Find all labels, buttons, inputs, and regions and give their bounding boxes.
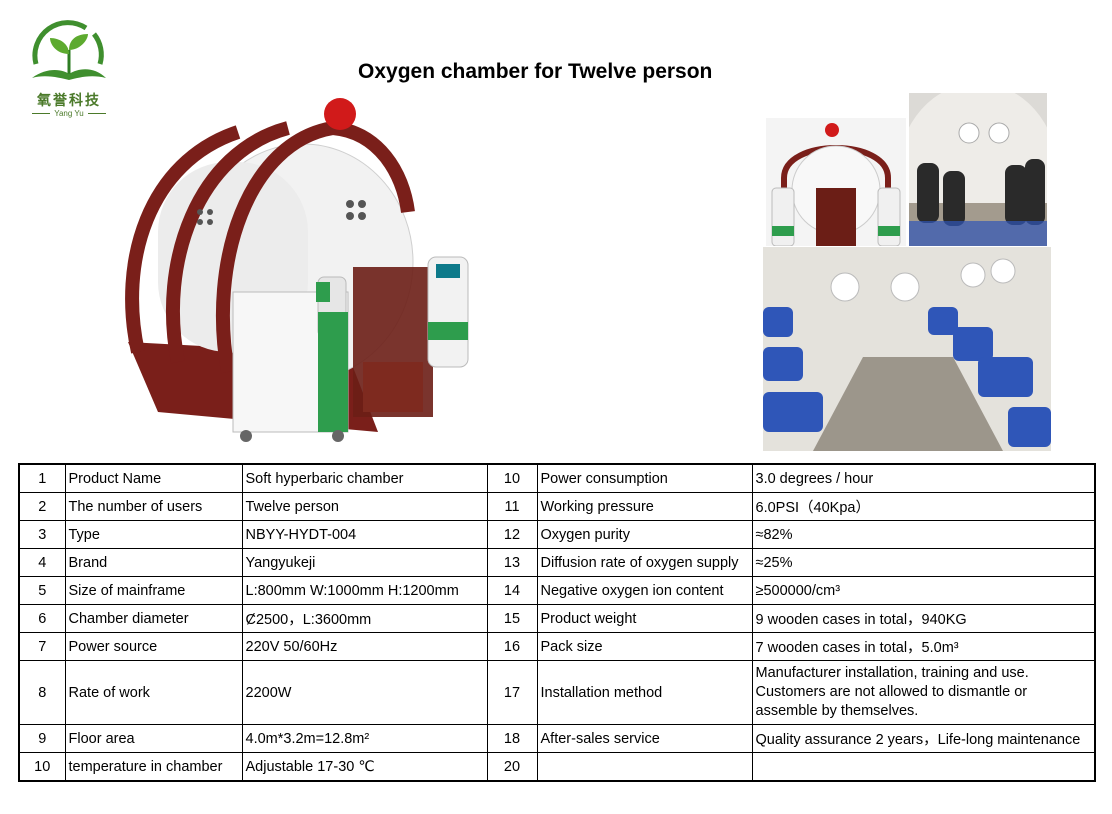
row-number: 11 [486,492,538,521]
spec-value: Twelve person [241,492,488,521]
spec-label: Power source [64,632,243,661]
chamber-seats-interior-photo [763,247,1051,451]
spec-value: 6.0PSI（40Kpa） [751,492,1096,521]
row-number: 12 [486,520,538,549]
spec-label: Installation method [536,660,753,725]
table-row: 4 Brand Yangyukeji 13 Diffusion rate of … [18,548,1096,577]
spec-label: Chamber diameter [64,604,243,633]
spec-value: Adjustable 17-30 ℃ [241,752,488,782]
row-number: 3 [18,520,66,549]
spec-label: Oxygen purity [536,520,753,549]
logo-chinese-text: 氧誉科技 [37,93,101,109]
page-title: Oxygen chamber for Twelve person [358,60,713,83]
spec-label: Product Name [64,463,243,493]
table-row: 6 Chamber diameter Ȼ2500，L:3600mm 15 Pro… [18,604,1096,633]
row-number: 10 [486,463,538,493]
row-number: 15 [486,604,538,633]
row-number: 2 [18,492,66,521]
spec-label: Negative oxygen ion content [536,576,753,605]
spec-value: ≥500000/cm³ [751,576,1096,605]
chamber-front-photo [766,118,906,246]
row-number: 18 [486,724,538,753]
spec-value: Quality assurance 2 years，Life-long main… [751,724,1096,753]
spec-value: 220V 50/60Hz [241,632,488,661]
spec-label: Diffusion rate of oxygen supply [536,548,753,577]
row-number: 7 [18,632,66,661]
spec-value: ≈82% [751,520,1096,549]
row-number: 9 [18,724,66,753]
spec-value: L:800mm W:1000mm H:1200mm [241,576,488,605]
spec-label: Rate of work [64,660,243,725]
logo-english-text: Yang Yu [24,109,114,118]
row-number: 17 [486,660,538,725]
spec-label: Product weight [536,604,753,633]
table-row: 5 Size of mainframe L:800mm W:1000mm H:1… [18,576,1096,605]
spec-value: 4.0m*3.2m=12.8m² [241,724,488,753]
spec-value: 9 wooden cases in total，940KG [751,604,1096,633]
row-number: 6 [18,604,66,633]
row-number: 8 [18,660,66,725]
company-logo: 氧誉科技 Yang Yu [24,20,114,120]
row-number: 14 [486,576,538,605]
leaf-logo-icon [32,20,106,80]
table-row: 3 Type NBYY-HYDT-004 12 Oxygen purity ≈8… [18,520,1096,549]
spec-value: Yangyukeji [241,548,488,577]
spec-label: Brand [64,548,243,577]
spec-value: Manufacturer installation, training and … [751,660,1096,725]
chamber-product-photo [118,92,478,448]
spec-label: temperature in chamber [64,752,243,782]
spec-label: Size of mainframe [64,576,243,605]
table-row: 7 Power source 220V 50/60Hz 16 Pack size… [18,632,1096,661]
spec-label: After-sales service [536,724,753,753]
row-number: 5 [18,576,66,605]
row-number: 4 [18,548,66,577]
row-number: 20 [486,752,538,782]
row-number: 16 [486,632,538,661]
spec-value: Soft hyperbaric chamber [241,463,488,493]
table-row: 1 Product Name Soft hyperbaric chamber 1… [18,463,1096,493]
row-number: 13 [486,548,538,577]
table-row: 10 temperature in chamber Adjustable 17-… [18,752,1096,782]
chamber-interior-people-photo [909,93,1047,246]
spec-label [536,752,753,782]
spec-label: Type [64,520,243,549]
spec-value: ≈25% [751,548,1096,577]
spec-label: Power consumption [536,463,753,493]
spec-value [751,752,1096,782]
spec-value: 7 wooden cases in total，5.0m³ [751,632,1096,661]
spec-value: Ȼ2500，L:3600mm [241,604,488,633]
spec-value: 3.0 degrees / hour [751,463,1096,493]
table-row: 2 The number of users Twelve person 11 W… [18,492,1096,521]
spec-label: Floor area [64,724,243,753]
spec-label: Working pressure [536,492,753,521]
specification-table: 1 Product Name Soft hyperbaric chamber 1… [18,463,1096,782]
spec-value: NBYY-HYDT-004 [241,520,488,549]
row-number: 1 [18,463,66,493]
spec-label: The number of users [64,492,243,521]
spec-label: Pack size [536,632,753,661]
table-row: 8 Rate of work 2200W 17 Installation met… [18,660,1096,725]
table-row: 9 Floor area 4.0m*3.2m=12.8m² 18 After-s… [18,724,1096,753]
row-number: 10 [18,752,66,782]
spec-value: 2200W [241,660,488,725]
